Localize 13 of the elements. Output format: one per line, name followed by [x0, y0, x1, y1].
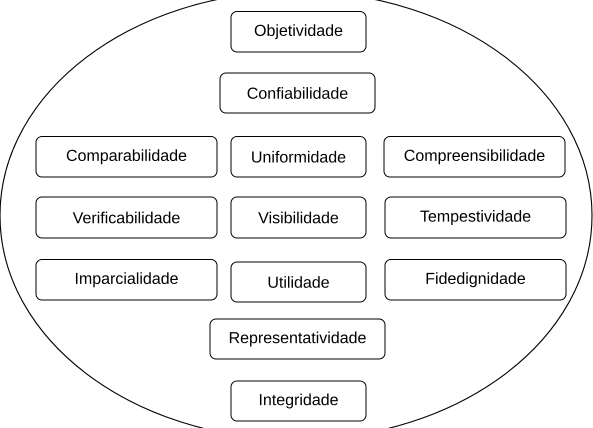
term-box: Integridade — [230, 380, 366, 422]
term-box: Objetividade — [230, 11, 366, 52]
term-box: Verificabilidade — [36, 196, 218, 238]
term-box: Uniformidade — [230, 136, 366, 178]
term-box: Confiabilidade — [220, 72, 376, 114]
term-box: Comparabilidade — [36, 136, 218, 178]
term-box: Fidedignidade — [384, 259, 566, 300]
term-box: Tempestividade — [384, 196, 566, 238]
term-box: Compreensibilidade — [384, 136, 566, 178]
term-box: Imparcialidade — [36, 259, 218, 300]
term-box: Representatividade — [210, 318, 386, 360]
term-box: Visibilidade — [230, 196, 366, 238]
term-box: Utilidade — [230, 262, 366, 302]
